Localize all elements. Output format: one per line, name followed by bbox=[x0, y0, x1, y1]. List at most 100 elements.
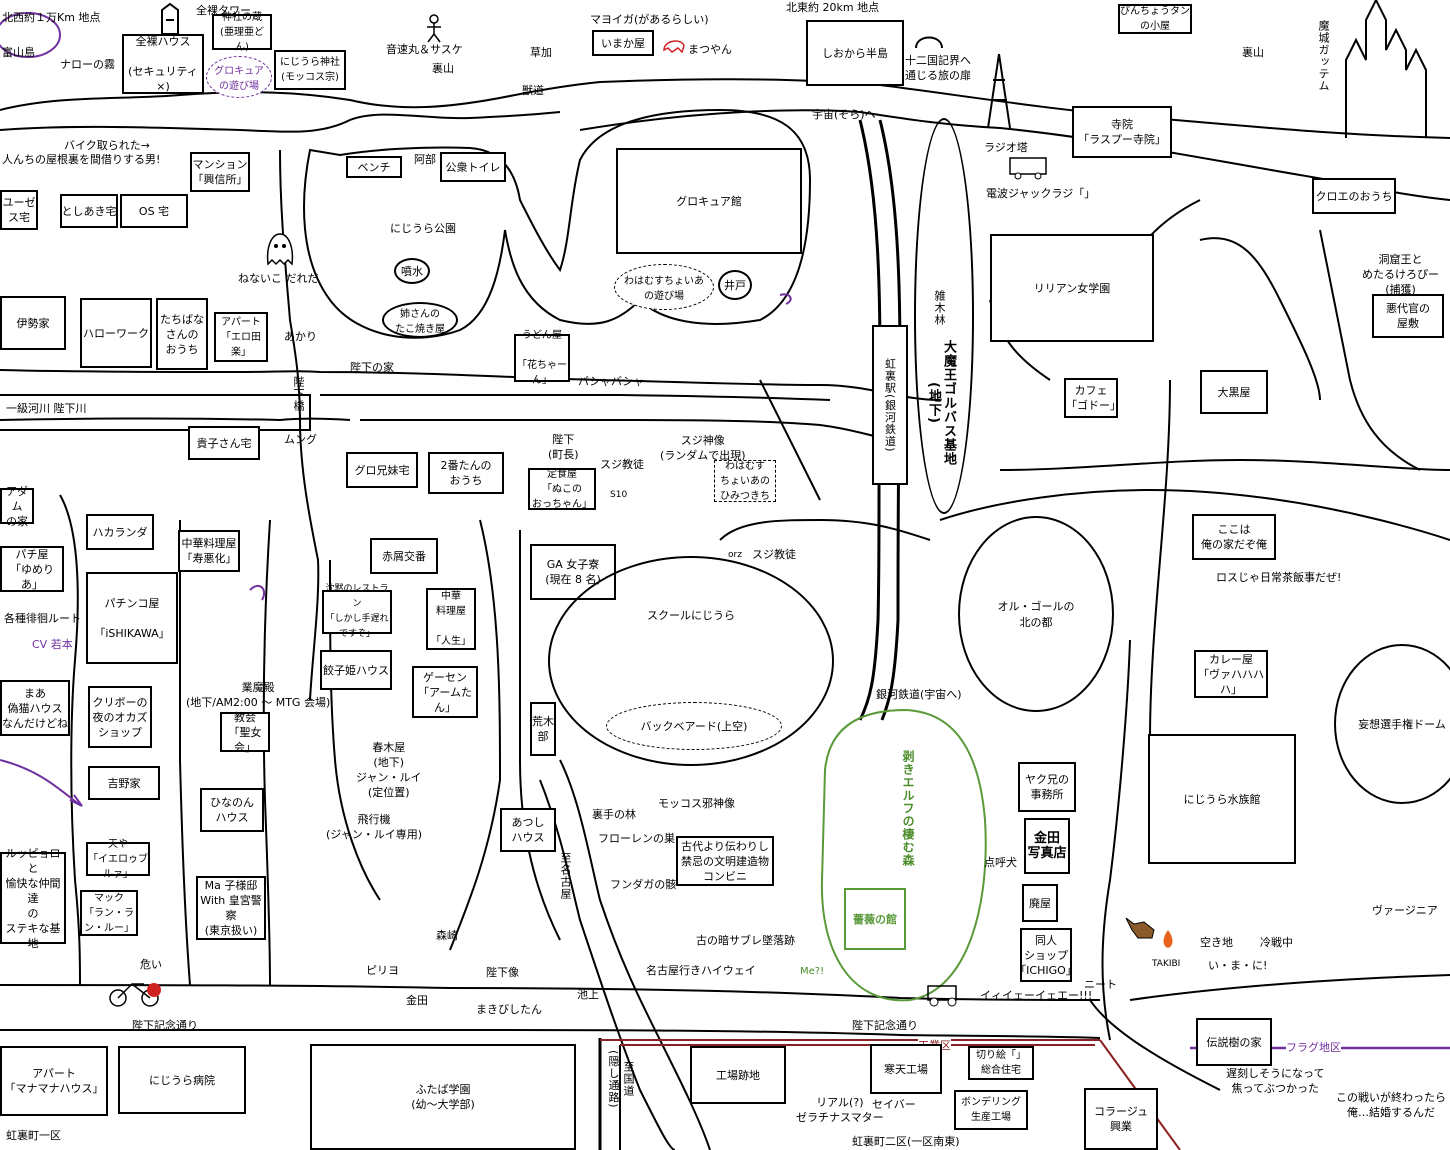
yoshino[interactable]: 吉野家 bbox=[88, 766, 160, 800]
dojin[interactable]: 同人 ショップ 「ICHIGO」 bbox=[1015, 928, 1077, 982]
toshiaki-text: としあき宅 bbox=[61, 204, 117, 218]
elephant-icon bbox=[663, 40, 685, 54]
adam[interactable]: アダム の家 bbox=[0, 485, 34, 528]
mac-text: マック 「ラン・ラン・ルー」 bbox=[84, 892, 134, 934]
apart-erota[interactable]: アパート 「エロ田楽」 bbox=[214, 312, 268, 362]
cafe[interactable]: カフェ 「ゴドー」 bbox=[1064, 378, 1121, 418]
ise[interactable]: 伊勢家 bbox=[0, 296, 66, 350]
kanada[interactable]: 金田 写真店 bbox=[1024, 818, 1070, 874]
chuka1[interactable]: 中華料理屋 「寿悪化」 bbox=[178, 530, 240, 572]
nijiura-aqua[interactable]: にじうら水族館 bbox=[1148, 734, 1296, 864]
kokoha[interactable]: ここは 俺の家だぞ俺 bbox=[1192, 514, 1276, 560]
suji-shinzo-text: スジ神像 (ランダムで出現) bbox=[660, 434, 746, 462]
gurokyo[interactable]: グロ兄妹宅 bbox=[346, 452, 418, 488]
karei[interactable]: カレー屋 「ヴァハハハハ」 bbox=[1194, 650, 1268, 698]
yaku[interactable]: ヤク兄の 事務所 bbox=[1018, 762, 1076, 812]
futaba[interactable]: ふたば学園 (幼～大学部) bbox=[310, 1044, 576, 1150]
pachinko[interactable]: パチンコ屋 「iSHIKAWA」 bbox=[86, 572, 178, 664]
kojo[interactable]: 工場跡地 bbox=[690, 1046, 786, 1104]
nenaiko-label: ねないこ だれだ bbox=[238, 272, 319, 285]
mac[interactable]: マック 「ラン・ラン・ルー」 bbox=[80, 890, 138, 936]
kyokai[interactable]: 教会 「聖女会」 bbox=[220, 711, 270, 754]
juuni-text: 十二国記界へ 通じる旅の扉 bbox=[905, 54, 971, 82]
ido[interactable]: 井戸 bbox=[718, 270, 752, 300]
majou-base-ellipse[interactable] bbox=[914, 118, 974, 514]
bara[interactable]: 薔薇の館 bbox=[844, 888, 906, 950]
gesen[interactable]: ゲーセン 「アームたん」 bbox=[412, 666, 478, 718]
kodai[interactable]: 古代より伝わりし 禁忌の文明建造物 コンビニ bbox=[676, 836, 774, 886]
chinmoku[interactable]: 沈黙のレストラン 「しかし手遅れですぞ」 bbox=[322, 584, 392, 639]
ruppo-text: ルッピョロと 愉快な仲間達 の ステキな基地 bbox=[5, 846, 61, 950]
nibantan[interactable]: 2番たんの おうち bbox=[428, 452, 504, 494]
imakaya[interactable]: いまか屋 bbox=[592, 30, 654, 56]
nijiura-jinja[interactable]: にじうら神社 (モッコス宗) bbox=[274, 50, 346, 90]
mori-label: 剥きエルフの棲む森 bbox=[901, 750, 915, 867]
tachibana[interactable]: たちばな さんの おうち bbox=[156, 298, 208, 370]
ghost-icon bbox=[266, 233, 294, 266]
kouraeki-station[interactable]: 虹裏駅(銀河鉄道) bbox=[872, 325, 908, 485]
os-text: OS 宅 bbox=[138, 204, 170, 218]
zenra-tower-label: 全裸タワー bbox=[196, 4, 251, 17]
kirie[interactable]: 切り絵「」 総合住宅 bbox=[968, 1046, 1034, 1080]
school-nijiura[interactable]: スクールにじうら bbox=[548, 556, 834, 766]
maa[interactable]: まあ 偽猫ハウス なんだけどね bbox=[0, 680, 70, 736]
ma-ko[interactable]: Ma 子様邸 With 皇宮警察 (東京扱い) bbox=[196, 876, 266, 940]
oru-text: オル・ゴールの 北の都 bbox=[997, 600, 1075, 629]
tenya[interactable]: 天や 「イエロゥブルァ」 bbox=[86, 839, 150, 880]
kuribo[interactable]: クリボーの 夜のオカズ ショップ bbox=[88, 686, 152, 748]
bench[interactable]: ベンチ bbox=[346, 156, 402, 178]
zenra-house[interactable]: 全裸ハウス (セキュリティ×) bbox=[122, 34, 204, 94]
collage[interactable]: コラージュ 興業 bbox=[1084, 1088, 1158, 1150]
jinja-kura[interactable]: 神社の蔵 (亜理亜どん) bbox=[212, 12, 272, 53]
kokoha-text: ここは 俺の家だぞ俺 bbox=[1201, 523, 1267, 551]
daikoku[interactable]: 大黒屋 bbox=[1200, 370, 1268, 414]
glocure-hall[interactable]: グロキュア館 bbox=[616, 148, 802, 254]
wahamusu-play[interactable]: わはむすちょいあ の遊び場 bbox=[614, 264, 714, 310]
hakaranda[interactable]: ハカランダ bbox=[86, 514, 154, 550]
akudai[interactable]: 悪代官の 屋敷 bbox=[1372, 294, 1444, 338]
userse[interactable]: ユーゼ ス宅 bbox=[0, 190, 38, 230]
kanten[interactable]: 寒天工場 bbox=[870, 1044, 942, 1094]
jiin[interactable]: 寺院 「ラスプー寺院」 bbox=[1072, 106, 1172, 158]
waha-himitsu[interactable]: わはむす ちょいあの ひみつきち bbox=[714, 460, 776, 502]
kokudo-text: 至国道 (隠し通路) bbox=[607, 1050, 635, 1109]
chuka2[interactable]: 中華 料理屋 「人生」 bbox=[426, 588, 476, 650]
hellowork[interactable]: ハローワーク bbox=[80, 298, 152, 368]
apart-mana[interactable]: アパート 「マナマナハウス」 bbox=[0, 1046, 108, 1116]
akabane[interactable]: 赤屑交番 bbox=[370, 538, 438, 574]
araki[interactable]: 荒木 部 bbox=[530, 702, 556, 756]
oru-goru[interactable]: オル・ゴールの 北の都 bbox=[958, 516, 1114, 712]
pon[interactable]: ボンデリング 生産工場 bbox=[954, 1090, 1028, 1130]
s10-label: S10 bbox=[610, 490, 628, 500]
toshiaki[interactable]: としあき宅 bbox=[60, 194, 118, 228]
imakaya-text: いまか屋 bbox=[601, 36, 645, 50]
harukiya-text: 春木屋 (地下) ジャン・ルイ (定位置) bbox=[356, 741, 422, 799]
gyoza[interactable]: 餃子姫ハウス bbox=[320, 650, 392, 690]
toilet[interactable]: 公衆トイレ bbox=[440, 152, 506, 182]
kiko[interactable]: 貴子さん宅 bbox=[188, 426, 260, 460]
mansion[interactable]: マンション 「興信所」 bbox=[190, 152, 250, 192]
kanten-text: 寒天工場 bbox=[884, 1062, 928, 1076]
funsui[interactable]: 噴水 bbox=[394, 258, 430, 284]
mousou-dome[interactable]: 妄想選手権ドーム bbox=[1334, 644, 1450, 804]
byoin[interactable]: にじうら病院 bbox=[118, 1046, 246, 1114]
glocure-play[interactable]: グロキュア の遊び場 bbox=[206, 56, 272, 98]
north-east-label: 北東約 20km 地点 bbox=[786, 1, 880, 14]
haiya-text: 廃屋 bbox=[1029, 896, 1051, 910]
shiokara[interactable]: しおから半島 bbox=[806, 20, 904, 86]
takoyaki[interactable]: 姉さんの たこ焼き屋 bbox=[382, 302, 458, 338]
akabane-text: 赤屑交番 bbox=[382, 549, 426, 563]
teishoku[interactable]: 定食屋 「ぬこの おっちゃん」 bbox=[528, 468, 596, 510]
pachi[interactable]: パチ屋 「ゆめりあ」 bbox=[0, 546, 64, 592]
ruppo[interactable]: ルッピョロと 愉快な仲間達 の ステキな基地 bbox=[0, 847, 66, 950]
hinanon[interactable]: ひなのん ハウス bbox=[200, 788, 264, 832]
kuroe[interactable]: クロエのおうち bbox=[1312, 178, 1396, 214]
densetsu[interactable]: 伝説樹の家 bbox=[1196, 1018, 1272, 1066]
haiya[interactable]: 廃屋 bbox=[1022, 884, 1058, 922]
os-house[interactable]: OS 宅 bbox=[120, 194, 188, 228]
backbeard[interactable]: バックベアード(上空) bbox=[606, 702, 782, 750]
pinchotan[interactable]: ぴんちょうタン の小屋 bbox=[1118, 4, 1192, 34]
atsushi[interactable]: あつし ハウス bbox=[500, 808, 556, 852]
udon[interactable]: うどん屋 「花ちゃーん」 bbox=[514, 330, 570, 386]
lilian[interactable]: リリアン女学園 bbox=[990, 234, 1154, 342]
